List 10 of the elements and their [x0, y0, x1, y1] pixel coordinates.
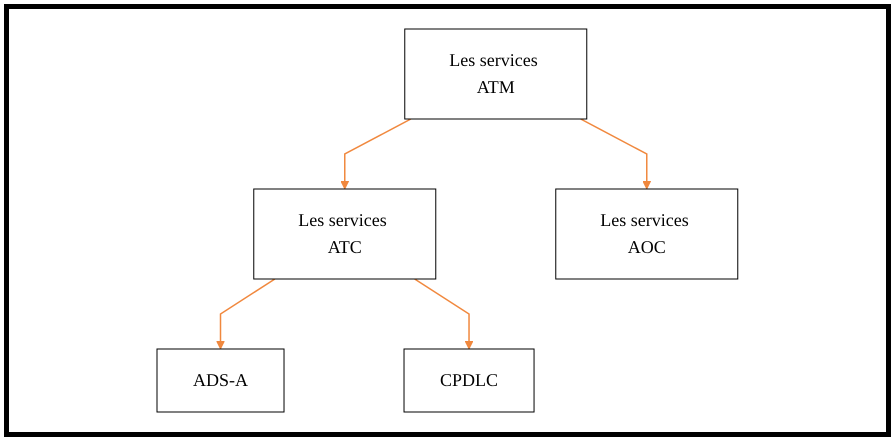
arrow — [580, 118, 652, 190]
node-box — [404, 28, 588, 120]
arrow — [414, 278, 474, 350]
node-box — [404, 348, 535, 412]
arrow — [216, 278, 276, 350]
node-box — [253, 188, 436, 280]
node-box — [156, 348, 285, 412]
arrow — [340, 118, 412, 190]
diagram-frame: Les services ATM Les services ATC Les services AOC ADS-A CPDLC — [4, 4, 891, 437]
node-box — [555, 188, 738, 280]
